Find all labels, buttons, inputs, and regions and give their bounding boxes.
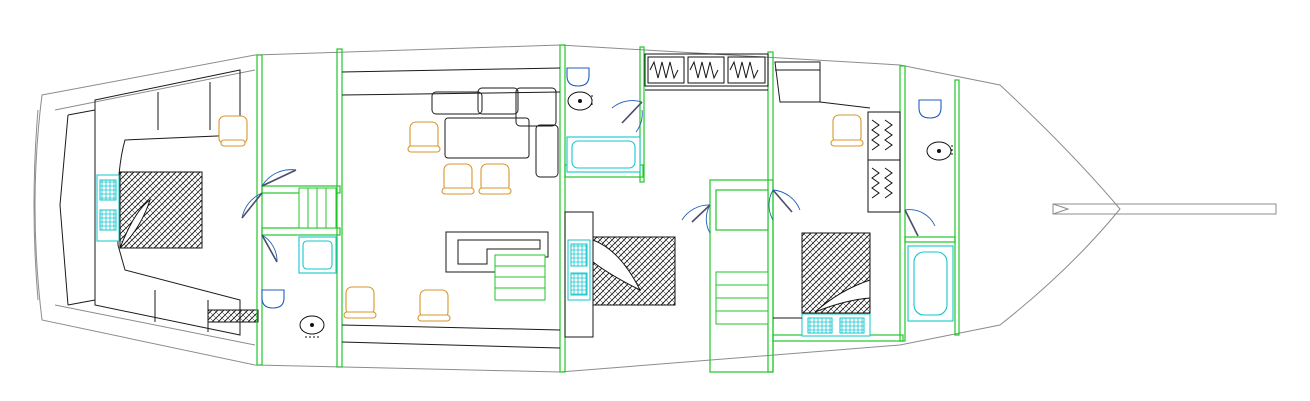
pillow — [570, 243, 588, 267]
toilet — [918, 99, 942, 119]
chair — [407, 121, 441, 153]
bulkhead-partition — [904, 236, 956, 243]
aft-cabin — [59, 69, 259, 336]
hanging-locker — [867, 111, 901, 213]
aft-stairs-hatched — [207, 309, 259, 323]
companionway — [709, 179, 774, 373]
hanger-zigzag — [871, 167, 880, 199]
wardrobe — [687, 56, 725, 84]
shower-basin — [913, 251, 948, 316]
forward-heads — [907, 99, 954, 322]
pillow — [839, 317, 865, 334]
dining-table — [444, 117, 530, 159]
aft-double-bed — [119, 171, 203, 249]
aft-cabin-inner — [59, 109, 96, 306]
bulkhead — [639, 46, 645, 183]
stern-inner — [33, 109, 39, 301]
washbasin — [299, 315, 325, 338]
chair — [830, 114, 864, 147]
bowsprit — [1052, 203, 1277, 215]
bed-sheet-fold — [814, 279, 871, 313]
washbasin — [567, 91, 593, 111]
midship-cabin — [564, 204, 711, 338]
wardrobe — [727, 56, 766, 84]
door — [611, 100, 643, 124]
bulkhead — [256, 54, 263, 366]
wardrobes — [644, 53, 769, 91]
saloon-wall — [341, 67, 561, 73]
saloon-wall — [341, 91, 561, 96]
door — [635, 109, 643, 133]
wardrobe — [647, 56, 685, 84]
hull-inner-line — [54, 69, 256, 346]
toilet — [261, 289, 285, 309]
hanger-zigzag — [884, 167, 893, 199]
door — [261, 169, 297, 187]
bulkhead — [767, 51, 774, 373]
companionway-stairs — [715, 189, 801, 325]
chair — [343, 286, 377, 319]
saloon-wall — [341, 324, 561, 331]
door — [681, 204, 711, 223]
saloon-wall — [341, 341, 561, 349]
hull — [33, 44, 1277, 373]
door — [241, 192, 263, 219]
toilet — [566, 67, 590, 87]
shower-basin — [302, 240, 333, 270]
chair — [441, 163, 475, 195]
hanger-zigzag — [871, 119, 880, 151]
bulkheads — [256, 44, 960, 373]
door — [705, 204, 711, 234]
bowsprit-tip — [1052, 203, 1070, 215]
hanger-zigzag — [689, 60, 719, 80]
door — [768, 189, 774, 221]
stairs — [298, 187, 337, 229]
hanger-zigzag — [884, 119, 893, 151]
saloon — [341, 67, 561, 349]
chair — [218, 115, 248, 147]
pillow — [99, 179, 117, 201]
door — [772, 189, 801, 213]
hull-outline — [34, 44, 1121, 373]
wardrobe-unit — [644, 53, 769, 87]
washbasin — [926, 141, 953, 161]
hanger-zigzag — [729, 60, 759, 80]
u-shaped-settee — [431, 87, 559, 178]
bulkhead — [559, 44, 566, 373]
bulkhead — [899, 65, 906, 342]
door — [904, 209, 936, 237]
bulkhead-partition — [261, 227, 341, 236]
chair — [417, 289, 451, 322]
bulkhead — [336, 48, 343, 368]
cabin-cabinet — [774, 61, 821, 103]
midship-heads — [566, 67, 643, 173]
pillow — [99, 209, 117, 231]
forward-cabin — [773, 61, 936, 337]
bulkhead — [954, 79, 960, 336]
saloon-stairs — [494, 254, 546, 301]
bathtub-basin — [571, 140, 636, 169]
pillow — [807, 317, 833, 334]
pillow — [570, 272, 588, 296]
door — [261, 234, 278, 263]
aft-bed-sheet-fold — [119, 198, 151, 249]
chair — [478, 163, 512, 195]
aft-heads — [241, 169, 337, 338]
hanger-zigzag — [649, 60, 679, 80]
cabin-wall — [819, 101, 871, 109]
bed-sheet-fold — [592, 239, 642, 292]
